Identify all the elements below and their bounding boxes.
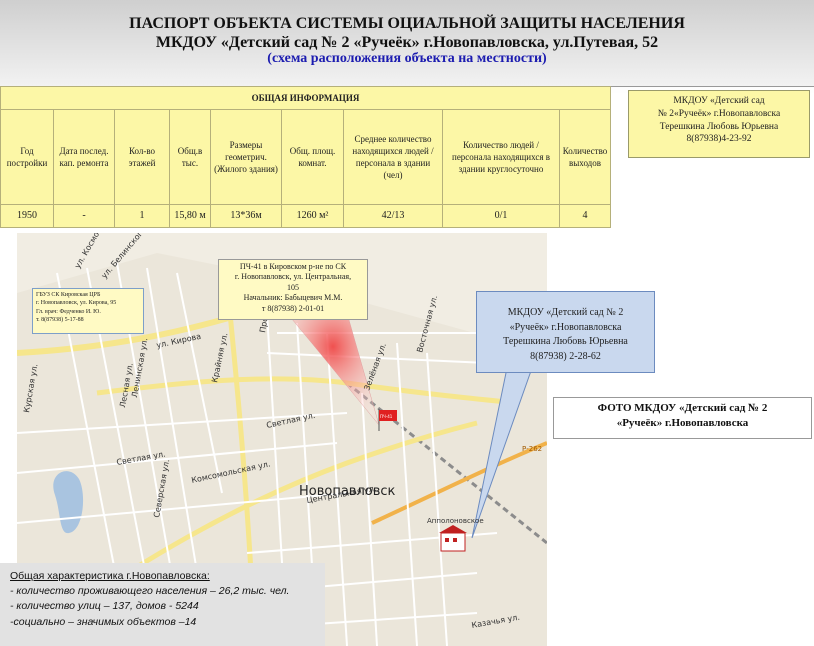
hospital-callout: ГБУЗ СК Кировская ЦРБ г. Новопавловск, у… (32, 288, 144, 334)
hospital-name: ГБУЗ СК Кировская ЦРБ (36, 292, 101, 298)
city-summary: Общая характеристика г.Новопавловска: - … (0, 563, 325, 646)
photo-caption: ФОТО МКДОУ «Детский сад № 2 (597, 402, 768, 414)
passport-title: ПАСПОРТ ОБЪЕКТА СИСТЕМЫ ОЦИАЛЬНОЙ ЗАЩИТЫ… (129, 15, 685, 32)
schema-subtitle: (схема расположения объекта на местности… (267, 51, 547, 66)
header-year-built: Год постройки (0, 109, 54, 205)
header-people-24h: Количество людей / персонала находящихся… (442, 109, 560, 205)
header-avg-people: Среднее количество находящихся людей / п… (343, 109, 443, 205)
fire-station-name: ПЧ-41 в Кировском р-не по СК (239, 262, 347, 271)
contact-line: № 2«Ручеёк» г.Новопавловска (657, 108, 781, 119)
cell-last-repair: - (53, 204, 115, 228)
fire-station-callout: ПЧ-41 в Кировском р-не по СК г. Новопавл… (218, 259, 368, 320)
summary-title: Общая характеристика г.Новопавловска: (10, 570, 210, 582)
header-exits: Количество выходов (559, 109, 611, 205)
fire-station-address-number: 105 (287, 282, 299, 292)
contact-line: Терешкина Любовь Юрьевна (659, 121, 779, 132)
table-row: 1950 - 1 15,80 м 13*36м 1260 м² 42/13 0/… (0, 204, 611, 228)
photo-placeholder: ФОТО МКДОУ «Детский сад № 2 «Ручеёк» г.Н… (553, 397, 812, 439)
kindergarten-head: Терешкина Любовь Юрьевна (503, 336, 628, 347)
cell-floors: 1 (114, 204, 170, 228)
fire-flag-icon: ПЧ-41 (378, 409, 397, 431)
kindergarten-city: «Ручеёк» г.Новопавловска (509, 321, 622, 333)
kindergarten-callout: МКДОУ «Детский сад № 2 «Ручеёк» г.Новопа… (476, 291, 655, 373)
summary-item: - количество улиц – 137, домов - 5244 (10, 600, 199, 613)
cell-avg-people: 42/13 (343, 204, 443, 228)
summary-item: - количество проживающего населения – 26… (10, 585, 290, 598)
cell-exits: 4 (559, 204, 611, 228)
svg-text:ПЧ-41: ПЧ-41 (380, 414, 393, 419)
svg-text:Р-262: Р-262 (522, 445, 542, 453)
fire-station-chief: Начальник: Бабыцевич М.М. (243, 293, 343, 303)
kindergarten-phone: 8(87938) 2-28-62 (530, 350, 601, 362)
fire-station-phone: т 8(87938) 2-01-01 (261, 303, 325, 313)
cell-dimensions: 13*36м (210, 204, 282, 228)
header-floors: Кол-во этажей (114, 109, 170, 205)
title-block: ПАСПОРТ ОБЪЕКТА СИСТЕМЫ ОЦИАЛЬНОЙ ЗАЩИТЫ… (0, 0, 814, 87)
cell-people-24h: 0/1 (442, 204, 560, 228)
header-last-repair: Дата послед. кап. ремонта (53, 109, 115, 205)
contact-callout: МКДОУ «Детский сад № 2«Ручеёк» г.Новопав… (628, 90, 810, 158)
object-name: МКДОУ «Детский сад № 2 «Ручеёк» г.Новопа… (155, 34, 659, 51)
hospital-phone: т. 8(87938) 5-17-88 (36, 317, 84, 324)
header-area: Общ. площ. комнат. (281, 109, 344, 205)
hospital-address: г. Новопавловск, ул. Кирова, 95 (36, 300, 117, 307)
header-dimensions: Размеры геометрич. (Жилого здания) (210, 109, 282, 205)
header-total: Общ.в тыс. (169, 109, 211, 205)
table-header-row: Год постройки Дата послед. кап. ремонта … (0, 109, 611, 205)
photo-caption-city: «Ручеёк» г.Новопавловска (616, 417, 749, 430)
summary-item: -социально – значимых объектов –14 (10, 615, 197, 628)
fire-station-address: г. Новопавловск, ул. Центральная, (234, 272, 352, 282)
cell-area: 1260 м² (281, 204, 344, 228)
kindergarten-name: МКДОУ «Детский сад № 2 (507, 307, 624, 318)
hospital-chief: Гл. врач: Федченко И. Ю. (36, 308, 101, 315)
table-caption: ОБЩАЯ ИНФОРМАЦИЯ (0, 86, 611, 110)
general-info-table: ОБЩАЯ ИНФОРМАЦИЯ Год постройки Дата посл… (0, 86, 611, 228)
cell-year-built: 1950 (0, 204, 54, 228)
map-city-label: Новопавловск (299, 484, 396, 499)
cell-total: 15,80 м (169, 204, 211, 228)
contact-phone: 8(87938)4-23-92 (686, 134, 752, 145)
svg-text:Апполоновское: Апполоновское (427, 517, 484, 525)
kindergarten-icon (439, 525, 467, 552)
contact-line: МКДОУ «Детский сад (673, 96, 765, 106)
